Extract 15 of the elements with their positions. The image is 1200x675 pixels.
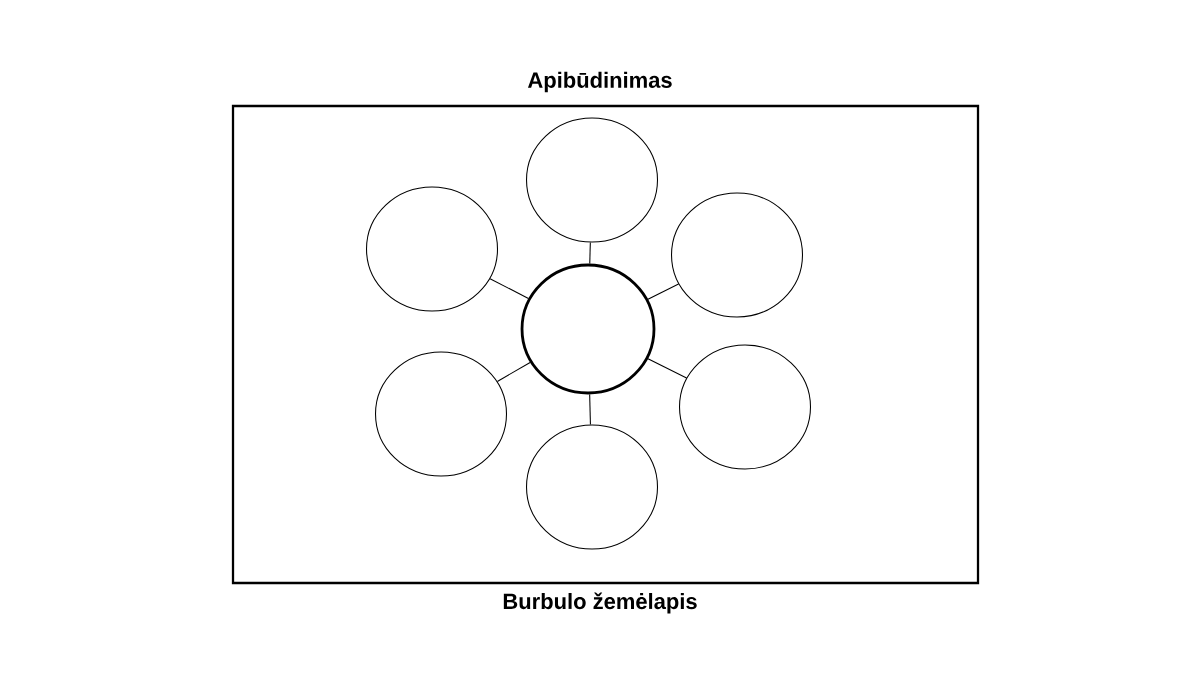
bubble-circle: [526, 117, 659, 243]
caption: Burbulo žemėlapis: [503, 592, 697, 614]
center-circle: [520, 263, 656, 395]
title: Apibūdinimas: [527, 71, 672, 93]
connector-line: [589, 393, 591, 426]
connector-line: [489, 278, 529, 299]
connector-line: [496, 361, 531, 382]
connector-line: [589, 241, 591, 265]
bubble-circle: [679, 344, 811, 470]
connector-line: [647, 358, 688, 379]
connector-line: [647, 283, 680, 300]
bubble-circle: [375, 351, 508, 477]
bubble-circle: [526, 424, 659, 550]
bubble-circle: [366, 186, 498, 312]
bubble-circle: [671, 192, 804, 318]
